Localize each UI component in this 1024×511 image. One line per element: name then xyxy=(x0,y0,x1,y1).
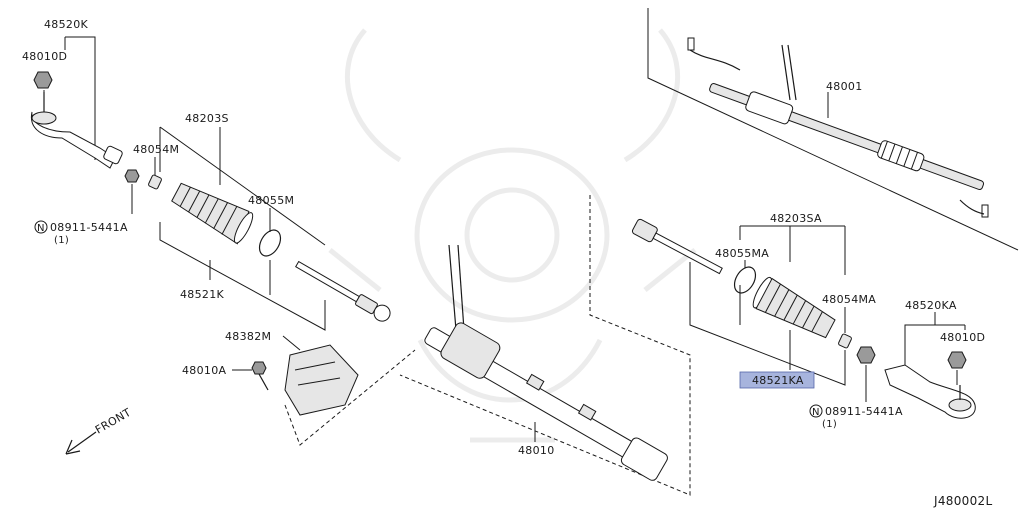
label-48521KA[interactable]: 48521KA xyxy=(752,374,804,387)
label-48001[interactable]: 48001 xyxy=(826,80,863,93)
band-48055MA xyxy=(733,266,757,294)
label-48054M[interactable]: 48054M xyxy=(133,143,179,156)
label-front: FRONT xyxy=(93,406,133,437)
label-48203SA[interactable]: 48203SA xyxy=(770,212,822,225)
gear-housing-48010 xyxy=(424,322,668,481)
assembly-48001-group: 48001 xyxy=(647,8,1019,251)
nut-48010D-right xyxy=(947,351,967,369)
svg-text:N: N xyxy=(37,223,45,234)
label-48521K[interactable]: 48521K xyxy=(180,288,224,301)
label-48382M[interactable]: 48382M xyxy=(225,330,271,343)
label-48520KA[interactable]: 48520KA xyxy=(905,299,957,312)
boot-48203SA xyxy=(752,276,836,339)
left-tie-rod-group: 48520K 48010D 48203S 48054M N 08911-5441… xyxy=(22,18,391,331)
right-tie-rod-group: 48203SA 48055MA 48054MA xyxy=(631,212,985,430)
boot-48203S xyxy=(171,182,254,245)
label-48055MA[interactable]: 48055MA xyxy=(715,247,769,260)
label-08911-left[interactable]: 08911-5441A xyxy=(50,221,128,234)
label-48520K[interactable]: 48520K xyxy=(44,18,88,31)
gear-48010-group: 48010 xyxy=(399,195,691,496)
clip-48054MA xyxy=(838,333,852,349)
diagram-code: J480002L xyxy=(933,494,992,508)
svg-text:N: N xyxy=(812,407,820,418)
watermark-emblem xyxy=(328,28,697,443)
clip-48054M xyxy=(148,174,162,190)
nut-48010D-left xyxy=(33,71,53,89)
cover-48382M-group: 48382M 48010A xyxy=(182,330,416,446)
cover-48382M xyxy=(284,344,359,416)
inner-rod-48521KA xyxy=(631,218,723,275)
label-48010D-right[interactable]: 48010D xyxy=(940,331,985,344)
label-48055M[interactable]: 48055M xyxy=(248,194,294,207)
label-08911-right[interactable]: 08911-5441A xyxy=(825,405,903,418)
band-48055M xyxy=(258,229,282,257)
label-48010A[interactable]: 48010A xyxy=(182,364,226,377)
label-48010D-left[interactable]: 48010D xyxy=(22,50,67,63)
label-48010[interactable]: 48010 xyxy=(518,444,555,457)
inner-rod-48521K xyxy=(295,260,391,322)
label-08911-right-qty: (1) xyxy=(822,419,837,430)
label-48054MA[interactable]: 48054MA xyxy=(822,293,876,306)
front-indicator: FRONT xyxy=(65,406,133,455)
highlight-48521KA[interactable] xyxy=(739,371,815,389)
label-48203S[interactable]: 48203S xyxy=(185,112,229,125)
label-08911-left-qty: (1) xyxy=(54,235,69,246)
